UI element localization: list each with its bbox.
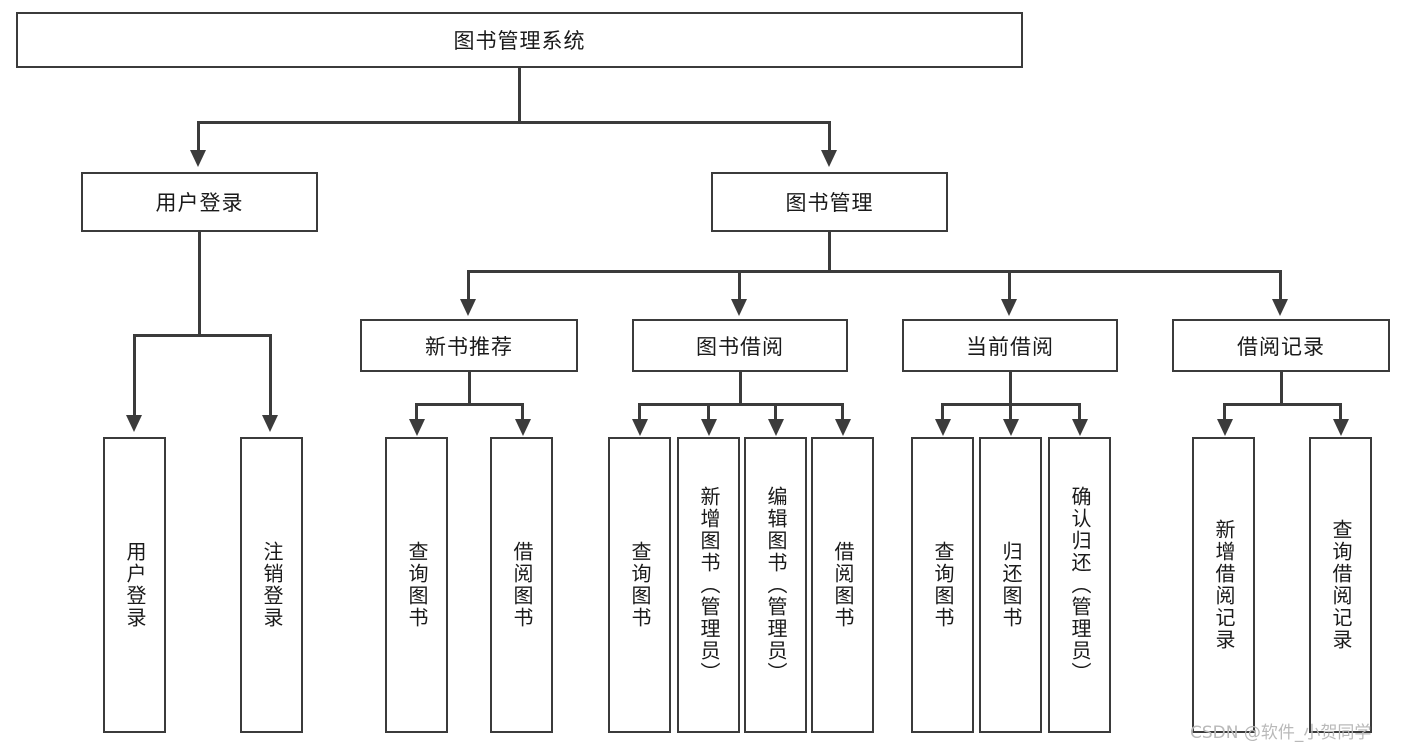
node-label: 查询借阅记录	[1329, 519, 1353, 651]
leaf-query-book-current-borrow[interactable]: 查询图书	[911, 437, 974, 733]
edge-book-borrow-bar	[638, 403, 844, 406]
node-label: 查询图书	[931, 541, 955, 629]
edge-current-borrow-to-leaf-2	[1009, 403, 1012, 420]
node-current-borrowing[interactable]: 当前借阅	[902, 319, 1118, 372]
arrow-to-book-borrow	[731, 299, 747, 316]
leaf-query-book-book-borrow[interactable]: 查询图书	[608, 437, 671, 733]
node-label: 借阅记录	[1237, 334, 1325, 359]
leaf-borrow-book-new-book-rec[interactable]: 借阅图书	[490, 437, 553, 733]
edge-user-login-bar	[133, 334, 272, 337]
node-user-login[interactable]: 用户登录	[81, 172, 318, 232]
node-label: 图书管理系统	[453, 29, 586, 53]
arrow-to-leaf-user-login	[126, 415, 142, 432]
node-new-book-recommendation[interactable]: 新书推荐	[360, 319, 578, 372]
arrow-to-leaf-add-record	[1217, 419, 1233, 436]
leaf-query-book-new-book-rec[interactable]: 查询图书	[385, 437, 448, 733]
node-root-book-management-system[interactable]: 图书管理系统	[16, 12, 1023, 68]
node-label: 借阅图书	[831, 541, 855, 629]
edge-book-manage-to-book-borrow	[738, 270, 741, 300]
edge-new-book-rec-to-leaf-1	[415, 403, 418, 420]
arrow-to-current-borrow	[1001, 299, 1017, 316]
node-label: 新增借阅记录	[1212, 519, 1236, 651]
edge-book-borrow-to-leaf-3	[774, 403, 777, 420]
leaf-add-borrow-record[interactable]: 新增借阅记录	[1192, 437, 1255, 733]
arrow-root-to-user-login	[190, 150, 206, 167]
node-label: 注销登录	[260, 541, 284, 629]
edge-current-borrow-to-leaf-3	[1078, 403, 1081, 420]
leaf-logout-login[interactable]: 注销登录	[240, 437, 303, 733]
edge-book-borrow-to-leaf-1	[638, 403, 641, 420]
arrow-to-leaf-borrow-book-1	[515, 419, 531, 436]
edge-root-stem	[518, 68, 521, 123]
csdn-watermark: CSDN @软件_小贺同学	[1190, 723, 1372, 743]
edge-book-manage-stem	[828, 232, 831, 272]
edge-current-borrow-stem	[1009, 372, 1012, 405]
edge-current-borrow-to-leaf-1	[941, 403, 944, 420]
node-book-borrowing[interactable]: 图书借阅	[632, 319, 848, 372]
node-label: 新增图书（管理员）	[697, 486, 721, 684]
edge-book-borrow-to-leaf-2	[707, 403, 710, 420]
edge-borrow-record-stem	[1280, 372, 1283, 405]
edge-user-login-stem	[198, 232, 201, 336]
node-label: 用户登录	[155, 191, 244, 215]
arrow-to-leaf-query-record	[1333, 419, 1349, 436]
node-borrowing-record[interactable]: 借阅记录	[1172, 319, 1390, 372]
leaf-confirm-return-admin[interactable]: 确认归还（管理员）	[1048, 437, 1111, 733]
edge-book-manage-bar	[467, 270, 1282, 273]
node-label: 查询图书	[405, 541, 429, 629]
arrow-to-leaf-query-book-1	[409, 419, 425, 436]
node-book-management[interactable]: 图书管理	[711, 172, 948, 232]
edge-borrow-record-bar	[1223, 403, 1341, 406]
node-label: 编辑图书（管理员）	[764, 486, 788, 684]
edge-new-book-rec-stem	[468, 372, 471, 405]
leaf-borrow-book-book-borrow[interactable]: 借阅图书	[811, 437, 874, 733]
node-label: 用户登录	[123, 541, 147, 629]
arrow-to-leaf-borrow-book-2	[835, 419, 851, 436]
edge-user-login-to-leaf-1	[133, 334, 136, 416]
node-label: 查询图书	[628, 541, 652, 629]
node-label: 当前借阅	[966, 334, 1054, 359]
leaf-add-book-admin[interactable]: 新增图书（管理员）	[677, 437, 740, 733]
node-label: 新书推荐	[425, 334, 513, 359]
edge-new-book-rec-bar	[415, 403, 523, 406]
arrow-to-leaf-edit-book	[768, 419, 784, 436]
edge-root-to-book-manage	[828, 121, 831, 151]
node-label: 确认归还（管理员）	[1068, 486, 1092, 684]
arrow-to-new-book-rec	[460, 299, 476, 316]
arrow-to-leaf-query-book-3	[935, 419, 951, 436]
edge-root-bar	[197, 121, 830, 124]
node-label: 借阅图书	[510, 541, 534, 629]
edge-book-borrow-stem	[739, 372, 742, 405]
leaf-query-borrow-record[interactable]: 查询借阅记录	[1309, 437, 1372, 733]
edge-book-borrow-to-leaf-4	[841, 403, 844, 420]
leaf-return-book[interactable]: 归还图书	[979, 437, 1042, 733]
edge-new-book-rec-to-leaf-2	[521, 403, 524, 420]
arrow-to-borrow-record	[1272, 299, 1288, 316]
edge-root-to-user-login	[197, 121, 200, 151]
edge-borrow-record-to-leaf-1	[1223, 403, 1226, 420]
edge-book-manage-to-current-borrow	[1008, 270, 1011, 300]
edge-book-manage-to-borrow-record	[1279, 270, 1282, 300]
arrow-to-leaf-add-book	[701, 419, 717, 436]
arrow-to-leaf-query-book-2	[632, 419, 648, 436]
leaf-user-login[interactable]: 用户登录	[103, 437, 166, 733]
node-label: 图书借阅	[696, 334, 784, 359]
leaf-edit-book-admin[interactable]: 编辑图书（管理员）	[744, 437, 807, 733]
edge-book-manage-to-new-book-rec	[467, 270, 470, 300]
arrow-root-to-book-manage	[821, 150, 837, 167]
arrow-to-leaf-return-book	[1003, 419, 1019, 436]
arrow-to-leaf-confirm-return	[1072, 419, 1088, 436]
node-label: 图书管理	[785, 191, 874, 215]
arrow-to-leaf-logout-login	[262, 415, 278, 432]
edge-user-login-to-leaf-2	[269, 334, 272, 416]
node-label: 归还图书	[999, 541, 1023, 629]
edge-borrow-record-to-leaf-2	[1339, 403, 1342, 420]
